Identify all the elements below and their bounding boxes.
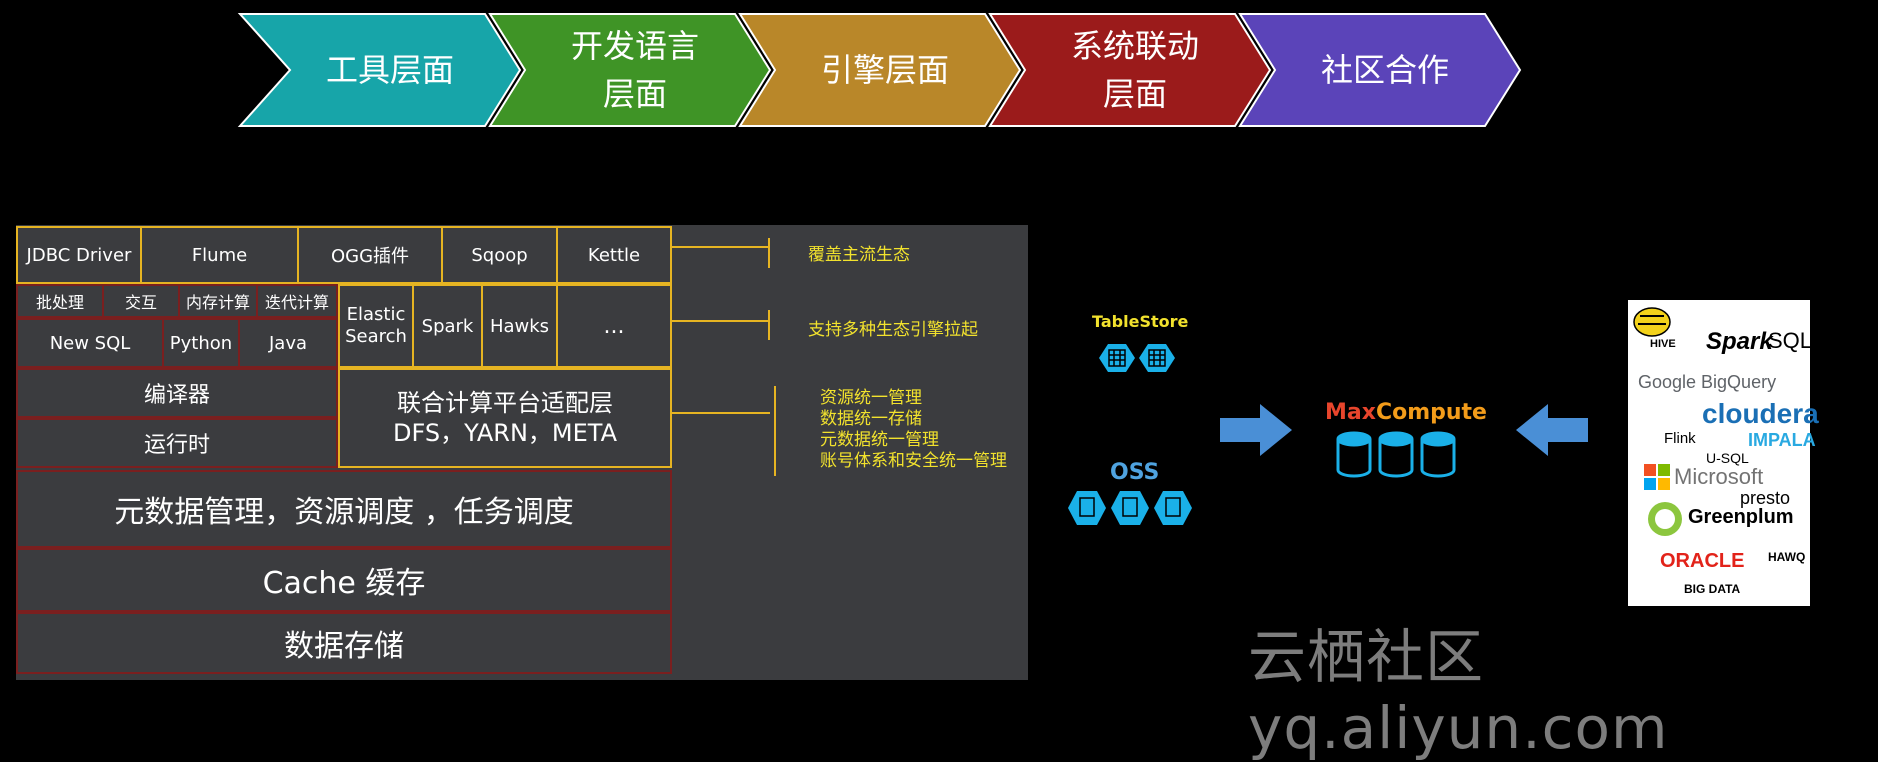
logo-greenplum: Greenplum [1688, 506, 1794, 528]
note-ecosystem: 覆盖主流生态 [808, 245, 910, 265]
microsoft-icon [1644, 464, 1670, 490]
runtime: 运行时 [16, 418, 338, 468]
logo-impala: IMPALA [1748, 430, 1816, 450]
logo-presto: presto [1740, 488, 1791, 508]
compiler: 编译器 [16, 368, 338, 418]
logo-hive: HIVE [1650, 338, 1676, 350]
chevron-2 [488, 13, 772, 127]
chevron-label-community: 社区合作 [1320, 51, 1449, 89]
logo-cloudera: cloudera [1702, 398, 1819, 429]
maxcompute-suffix: Compute [1375, 400, 1487, 425]
watermark: 云栖社区 yq.aliyun.com [1248, 623, 1669, 762]
connector-1-tick [768, 238, 770, 268]
tool-sqoop: Sqoop [441, 226, 558, 284]
connector-2 [672, 320, 770, 322]
engine-elastic: Elastic Search [338, 284, 414, 368]
chevron-label-dev: 开发语言 层面 [570, 27, 699, 113]
oss-icon [1068, 491, 1192, 525]
arrow-left-icon [1516, 404, 1588, 456]
chevron-label-tools: 工具层面 [325, 51, 454, 89]
connector-3-tick [774, 386, 776, 476]
engine-hawks: Hawks [481, 284, 558, 368]
maxcompute-prefix: Max [1325, 400, 1376, 425]
logo-oracle: ORACLE [1660, 550, 1745, 572]
tool-jdbc: JDBC Driver [16, 226, 142, 284]
chevron-5 [1238, 13, 1522, 127]
metadata-layer: 元数据管理，资源调度 ，任务调度 [16, 470, 672, 548]
hive-bee-icon [1633, 307, 1671, 337]
maxcompute-icon [1336, 431, 1456, 478]
greenplum-icon [1648, 502, 1682, 536]
logo-spark: Spark [1706, 328, 1773, 355]
logo-hawq: HAWQ [1768, 550, 1806, 564]
adapter-layer: 联合计算平台适配层 DFS，YARN，META [338, 368, 672, 468]
tool-ogg: OGG插件 [297, 226, 443, 284]
engine-more: ... [556, 284, 672, 368]
chevron-1 [237, 13, 522, 127]
storage-layer: 数据存储 [16, 612, 672, 674]
connector-1 [672, 246, 770, 248]
logo-sql: SQL [1768, 328, 1813, 353]
chevron-shapes [237, 13, 1522, 127]
note-engines: 支持多种生态引擎拉起 [808, 320, 978, 340]
chevron-label-engine: 引擎层面 [820, 51, 949, 89]
engine-spark: Spark [412, 284, 483, 368]
connector-2-tick [768, 310, 770, 340]
tablestore-icon [1099, 344, 1175, 372]
mode-interactive: 交互 [102, 284, 180, 318]
maxcompute-label: MaxCompute [1325, 400, 1487, 425]
logo-bigdata: BIG DATA [1684, 582, 1741, 596]
chevron-4 [988, 13, 1272, 127]
logo-flink: Flink [1664, 430, 1696, 447]
tool-flume: Flume [140, 226, 299, 284]
lang-newsql: New SQL [16, 318, 164, 368]
arrow-right-icon [1220, 404, 1292, 456]
note-unified: 资源统一管理 数据统一存储 元数据统一管理 账号体系和安全统一管理 [820, 388, 1007, 471]
community-logos: HIVE Spark SQL Google BigQuery cloudera … [1628, 300, 1819, 606]
logo-usql: U-SQL [1706, 450, 1749, 466]
cache-layer: Cache 缓存 [16, 548, 672, 612]
logo-bigquery: Google BigQuery [1638, 372, 1777, 392]
chevron-3 [738, 13, 1022, 127]
connector-3 [672, 412, 770, 414]
mode-batch: 批处理 [16, 284, 104, 318]
chevron-label-system: 系统联动 层面 [1070, 27, 1199, 113]
lang-java: Java [238, 318, 338, 368]
tablestore-label: TableStore [1092, 312, 1189, 331]
mode-memory: 内存计算 [178, 284, 258, 318]
process-chevrons: 工具层面 开发语言 层面 引擎层面 系统联动 层面 社区合作 [0, 0, 1878, 140]
tool-kettle: Kettle [556, 226, 672, 284]
logo-microsoft: Microsoft [1674, 464, 1764, 489]
lang-python: Python [162, 318, 240, 368]
mode-iterative: 迭代计算 [256, 284, 338, 318]
oss-label: OSS [1110, 460, 1160, 485]
